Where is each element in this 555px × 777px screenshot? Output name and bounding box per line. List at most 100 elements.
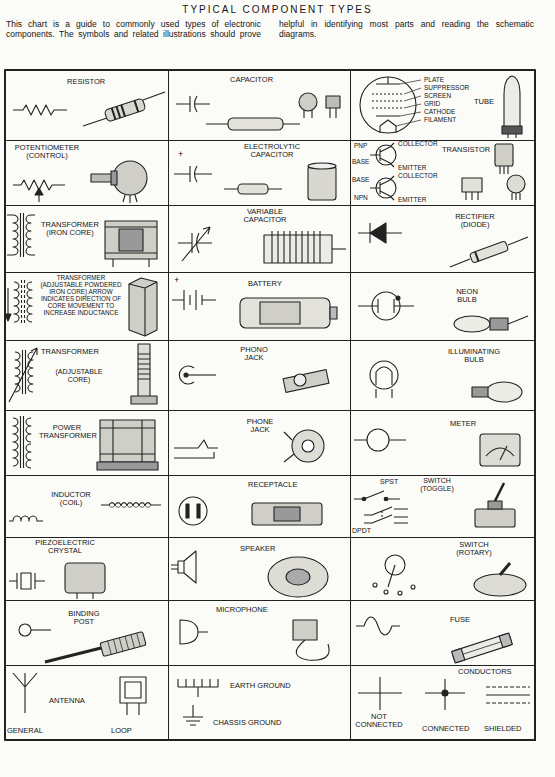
fuse-drawing-stroke — [452, 633, 513, 663]
component-label: EMITTER — [398, 196, 427, 203]
variable-capacitor-drawing-stroke — [332, 248, 346, 249]
tube-drawing-stroke — [396, 80, 421, 126]
component-label: FILAMENT — [424, 116, 456, 123]
power-transformer-drawing-stroke — [26, 418, 31, 468]
phono-jack-drawing — [179, 366, 329, 392]
crystal-drawing-stroke — [21, 573, 31, 589]
component-cell: PIEZOELECTRIC CRYSTAL — [5, 537, 169, 601]
neon-bulb-drawing-stroke — [490, 318, 508, 330]
adjustable-core-transformer-drawing — [9, 344, 157, 404]
component-cell: TRANSFORMER (IRON CORE) — [5, 205, 169, 273]
phone-jack-drawing — [174, 430, 324, 462]
potentiometer-drawing-stroke — [111, 171, 117, 185]
component-label: + — [178, 150, 183, 160]
adjustable-transformer-drawing-stroke — [129, 282, 157, 336]
potentiometer-drawing-stroke — [91, 174, 113, 182]
component-cell: PHONE JACK — [168, 410, 351, 476]
phone-jack-drawing-stroke — [292, 430, 324, 462]
microphone-drawing-stroke — [296, 640, 329, 660]
adjustable-transformer-drawing-stroke — [22, 280, 25, 324]
phone-jack-drawing-stroke — [174, 440, 218, 458]
component-cell: RECEPTACLE — [168, 475, 351, 538]
battery-drawing-stroke — [172, 290, 216, 310]
component-label: COLLECTOR — [398, 140, 438, 147]
component-label: RECTIFIER (DIODE) — [442, 213, 508, 230]
component-label: SWITCH (TOGGLE) — [412, 477, 462, 492]
component-cell: CONDUCTORSNOT CONNECTEDCONNECTEDSHIELDED — [350, 665, 536, 741]
component-cell: PLATESUPPRESSORSCREENGRIDCATHODEFILAMENT… — [350, 70, 536, 141]
fuse-drawing-stroke-stroke — [499, 633, 512, 648]
meter-drawing — [354, 429, 520, 466]
component-label: BASE — [352, 158, 369, 165]
speaker-drawing-stroke — [286, 569, 310, 585]
variable-capacitor-drawing-stroke — [264, 235, 332, 263]
component-cell: SWITCH (ROTARY) — [350, 537, 536, 601]
inductor-drawing-stroke — [109, 505, 151, 507]
adjustable-core-transformer-drawing-stroke — [9, 348, 37, 402]
conductors-drawing-stroke — [486, 687, 530, 703]
component-cell: RECTIFIER (DIODE) — [350, 205, 536, 273]
tube-drawing-stroke — [372, 94, 404, 108]
resistor-drawing-stroke-stroke — [104, 98, 146, 122]
component-label: NOT CONNECTED — [352, 713, 406, 730]
component-cell: METER — [350, 410, 536, 476]
transistor-drawing-stroke — [495, 144, 513, 166]
receptacle-drawing-stroke — [197, 504, 200, 518]
capacitor-drawing-stroke — [176, 96, 210, 112]
toggle-switch-drawing-stroke — [495, 483, 504, 501]
component-label: PNP — [354, 142, 367, 149]
component-label: FUSE — [450, 616, 470, 624]
tube-drawing-stroke — [504, 76, 520, 128]
component-cell: POWER TRANSFORMER — [5, 410, 169, 476]
ground-drawing-stroke — [178, 679, 218, 697]
potentiometer-drawing-stroke — [35, 188, 43, 195]
adjustable-core-transformer-drawing-stroke — [138, 354, 150, 379]
power-transformer-drawing-stroke — [100, 420, 155, 462]
crystal-drawing-stroke — [65, 563, 105, 593]
component-label: BATTERY — [248, 280, 282, 288]
component-cell: ILLUMINATING BULB — [350, 340, 536, 411]
illuminating-bulb-drawing-stroke — [472, 387, 488, 397]
electrolytic-capacitor-drawing-stroke — [174, 166, 212, 182]
ground-drawing-stroke — [183, 705, 203, 725]
capacitor-drawing-stroke — [330, 108, 336, 118]
component-label: MICROPHONE — [216, 606, 268, 614]
resistor-drawing-stroke — [83, 92, 165, 126]
intro-text: This chart is a guide to commonly used t… — [6, 19, 534, 39]
potentiometer-drawing-stroke — [123, 195, 137, 203]
component-label: EMITTER — [398, 164, 427, 171]
component-label: NEON BULB — [450, 288, 484, 305]
component-cell: MICROPHONE — [168, 600, 351, 666]
component-label: POTENTIOMETER (CONTROL) — [11, 144, 83, 161]
phone-jack-drawing-stroke — [302, 440, 314, 452]
inductor-drawing-stroke — [101, 503, 161, 505]
component-label: + — [174, 276, 179, 286]
antenna-drawing-stroke — [125, 682, 141, 698]
power-transformer-drawing-stroke — [97, 462, 158, 470]
illuminating-bulb-drawing-stroke — [370, 361, 398, 389]
transistor-drawing-stroke — [500, 166, 508, 174]
neon-bulb-drawing-stroke — [454, 316, 490, 332]
tube-drawing-stroke — [508, 134, 516, 138]
binding-post-drawing-stroke-stroke — [100, 632, 146, 657]
variable-capacitor-drawing-stroke — [272, 231, 320, 263]
component-label: RECEPTACLE — [248, 481, 297, 489]
component-label: PIEZOELECTRIC CRYSTAL — [19, 539, 111, 556]
capacitor-drawing — [176, 93, 340, 130]
binding-post-drawing-stroke — [45, 648, 101, 662]
antenna-drawing-stroke — [120, 677, 146, 703]
capacitor-drawing-stroke — [299, 93, 317, 111]
receptacle-drawing-stroke — [186, 504, 189, 518]
neon-bulb-drawing-stroke — [358, 299, 414, 313]
component-label: SCREEN — [424, 92, 451, 99]
resistor-drawing-stroke-stroke — [112, 101, 139, 120]
component-label: POWER TRANSFORMER — [39, 424, 95, 441]
transistor-drawing-stroke — [462, 178, 482, 192]
microphone-drawing-stroke — [180, 620, 208, 644]
chart-frame — [5, 70, 535, 740]
component-cell: TRANSFORMER(ADJUSTABLE CORE) — [5, 340, 169, 411]
component-label: BASE — [352, 176, 369, 183]
component-label: DPDT — [352, 527, 371, 535]
receptacle-drawing-stroke — [179, 497, 207, 525]
component-cell: SPEAKER — [168, 537, 351, 601]
